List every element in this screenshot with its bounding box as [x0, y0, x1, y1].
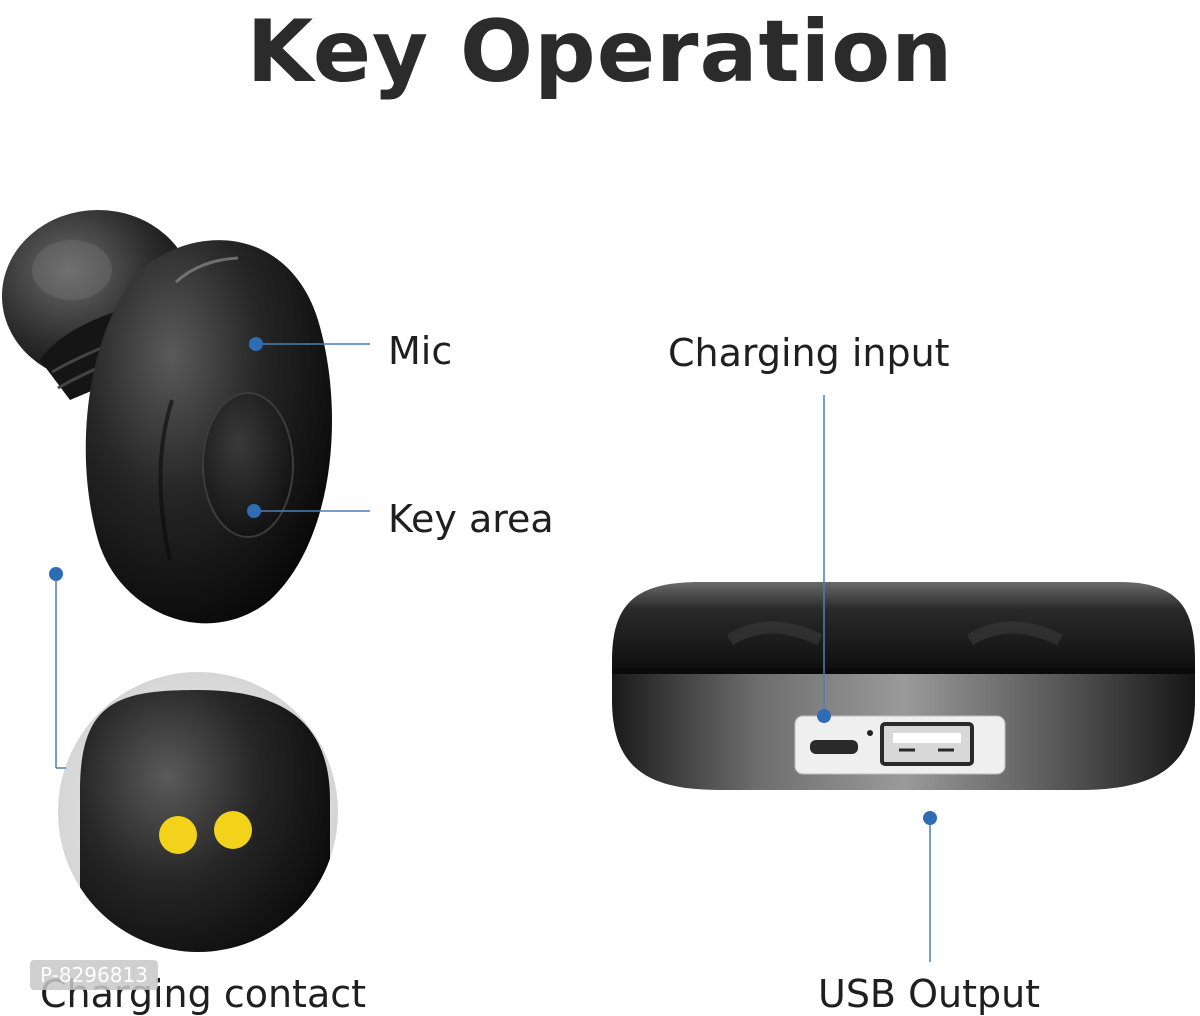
micro-usb-port	[810, 740, 858, 754]
pointer-mic	[249, 337, 370, 351]
label-usb-output: USB Output	[818, 972, 1041, 1016]
pointer-key-area	[247, 504, 370, 518]
contact-pad-left	[159, 816, 197, 854]
label-mic: Mic	[388, 329, 453, 373]
key-button	[202, 392, 294, 538]
label-key-area: Key area	[388, 497, 554, 541]
pointer-usb-output	[923, 811, 937, 962]
contact-pad-right	[214, 811, 252, 849]
page-title: Key Operation	[246, 2, 954, 102]
charging-contact-zoom	[58, 672, 338, 952]
charging-case	[612, 582, 1195, 790]
earbud	[2, 210, 333, 624]
pointer-charging-input	[817, 395, 831, 723]
watermark: P-8296813	[30, 960, 158, 990]
pointer-charging-contact	[49, 567, 66, 769]
label-charging-input: Charging input	[668, 331, 950, 375]
usb-a-port	[880, 722, 974, 766]
